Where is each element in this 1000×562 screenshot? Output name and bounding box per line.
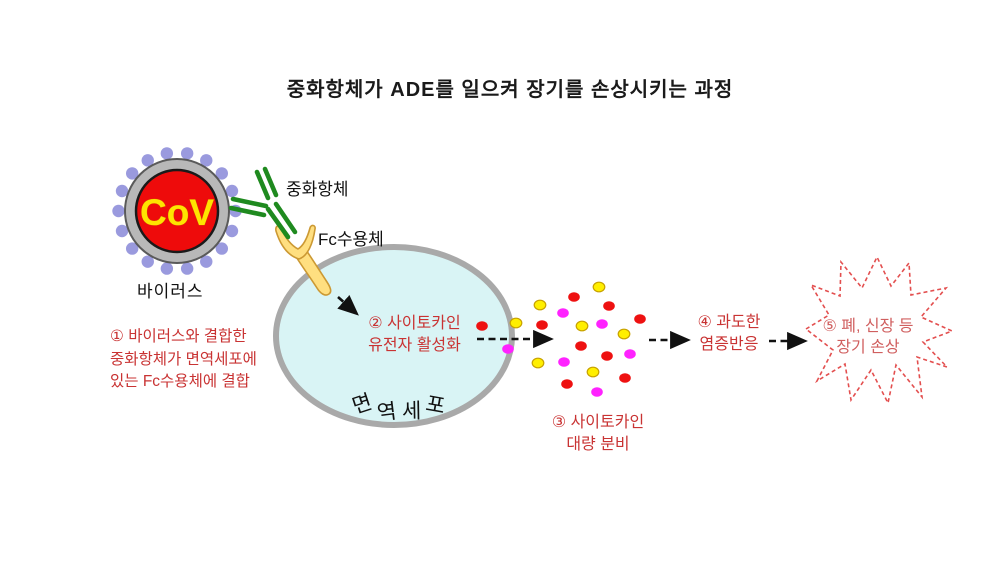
step3-line2: 대량 분비 (566, 436, 630, 453)
virus-icon: CoV (112, 147, 242, 275)
cytokine-dot-yellow (586, 366, 600, 378)
step3-note: ③ 사이토카인 대량 분비 (528, 412, 668, 456)
cytokine-dot-yellow (617, 328, 631, 340)
antibody-icon (228, 166, 298, 240)
step1-line1: ① 바이러스와 결합한 (110, 328, 247, 345)
step2-note: ② 사이토카인 유전자 활성화 (342, 313, 487, 357)
cytokine-dot-red (575, 341, 587, 351)
page-title: 중화항체가 ADE를 일으켜 장기를 손상시키는 과정 (286, 79, 734, 101)
cytokine-dot-red (536, 320, 548, 330)
cytokine-dot-yellow (533, 299, 547, 311)
step1-line3: 있는 Fc수용체에 결합 (110, 373, 250, 390)
cytokine-dot-red (603, 301, 615, 311)
cytokine-dots (476, 281, 646, 397)
step4-note: ④ 과도한 염증반응 (659, 312, 799, 356)
cytokine-dot-magenta (502, 344, 514, 354)
virus-label: 바이러스 (137, 282, 204, 301)
cytokine-dot-magenta (557, 308, 569, 318)
cytokine-dot-red (568, 292, 580, 302)
antibody-label: 중화항체 (286, 180, 349, 199)
cytokine-dot-yellow (509, 317, 523, 329)
step4-line2: 염증반응 (699, 336, 759, 353)
cytokine-dot-red (619, 373, 631, 383)
cytokine-dot-red (561, 379, 573, 389)
cytokine-dot-red (634, 314, 646, 324)
starburst-shape (804, 255, 955, 406)
cytokine-dot-magenta (558, 357, 570, 367)
step3-line1: ③ 사이토카인 (551, 414, 645, 431)
step5-note: ⑤ 폐, 신장 등 장기 손상 (798, 316, 938, 358)
step4-line1: ④ 과도한 (697, 314, 761, 331)
immune-cell-letter-3: 세 (401, 399, 422, 424)
fc-receptor-label: Fc수용체 (318, 230, 384, 249)
cytokine-dot-red (476, 321, 488, 331)
virus-core-label: CoV (140, 192, 214, 233)
step1-line2: 중화항체가 면역세포에 (110, 350, 257, 368)
immune-cell-shape (273, 244, 515, 428)
cytokine-dot-yellow (575, 320, 589, 332)
step5-line2: 장기 손상 (836, 339, 900, 356)
cytokine-dot-magenta (624, 349, 636, 359)
cytokine-dot-yellow (592, 281, 606, 293)
cytokine-dot-magenta (596, 319, 608, 329)
step1-note: ① 바이러스와 결합한 중화항체가 면역세포에 있는 Fc수용체에 결합 (110, 326, 257, 394)
cytokine-dot-red (601, 351, 613, 361)
arrow-receptor-to-gene (337, 294, 359, 316)
step2-line2: 유전자 활성화 (368, 337, 461, 354)
cytokine-dot-magenta (591, 387, 603, 397)
step5-line1: ⑤ 폐, 신장 등 (822, 318, 914, 335)
immune-cell-letter-2: 역 (375, 399, 398, 426)
step2-line1: ② 사이토카인 (368, 315, 461, 332)
cytokine-dot-yellow (531, 357, 545, 369)
